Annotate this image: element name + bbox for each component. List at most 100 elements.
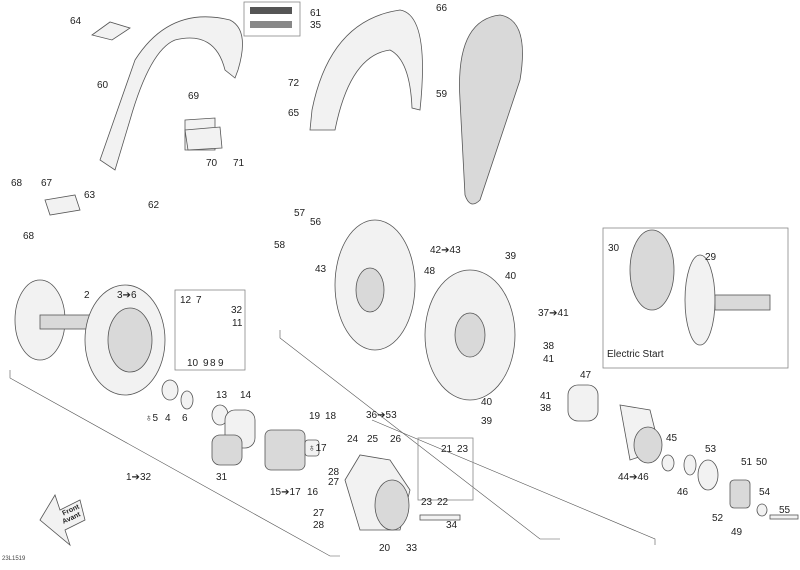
callout-38-top[interactable]: 38 [543,341,555,352]
callout-2[interactable]: 2 [84,290,90,301]
inset-lever-assembly [174,289,246,371]
callout-53[interactable]: 53 [705,444,717,455]
callout-4[interactable]: 4 [165,413,171,424]
inset-decals [243,1,301,37]
sensor-49 [729,479,751,509]
callout-41-bottom[interactable]: 41 [540,391,552,402]
callout-39-top[interactable]: 39 [505,251,517,262]
callout-49[interactable]: 49 [731,527,743,538]
callout-59[interactable]: 59 [436,89,448,100]
callout-39-bottom[interactable]: 39 [481,416,493,427]
callout-28-bottom[interactable]: 28 [313,520,325,531]
callout-12[interactable]: 12 [180,295,192,306]
sheave-hub [355,267,385,313]
callout-33[interactable]: 33 [406,543,418,554]
callout-50[interactable]: 50 [756,457,768,468]
callout-13[interactable]: 13 [216,390,228,401]
callout-26[interactable]: 26 [390,434,402,445]
callout-18[interactable]: 18 [325,411,337,422]
callout-61[interactable]: 61 [310,8,322,19]
es-shaft [714,294,771,311]
callout-68-top[interactable]: 68 [11,178,23,189]
sliding-sheave-hub [454,312,486,358]
callout-48[interactable]: 48 [424,266,436,277]
callout-58[interactable]: 58 [274,240,286,251]
callout-44-46[interactable]: 44➔46 [618,472,649,483]
callout-9-right[interactable]: 9 [218,358,224,369]
callout-41-top[interactable]: 41 [543,354,555,365]
callout-45[interactable]: 45 [666,433,678,444]
callout-69[interactable]: 69 [188,91,200,102]
callout-14[interactable]: 14 [240,390,252,401]
callout-47[interactable]: 47 [580,370,592,381]
callout-43[interactable]: 43 [315,264,327,275]
callout-1-32[interactable]: 1➔32 [126,472,152,483]
callout-25[interactable]: 25 [367,434,379,445]
callout-52[interactable]: 52 [712,513,724,524]
callout-9-left[interactable]: 9 [203,358,209,369]
callout-38-bottom[interactable]: 38 [540,403,552,414]
callout-7[interactable]: 7 [196,295,202,306]
callout-66[interactable]: 66 [436,3,448,14]
callout-40-top[interactable]: 40 [505,271,517,282]
callout-22[interactable]: 22 [437,497,449,508]
bracket-lower [371,419,656,545]
callout-23-top[interactable]: 23 [457,444,469,455]
callout-31[interactable]: 31 [216,472,228,483]
callout-29[interactable]: 29 [705,252,717,263]
callout-64[interactable]: 64 [70,16,82,27]
sliding-half-inner [107,307,153,373]
ring-gear-29 [629,229,675,311]
callout-21[interactable]: 21 [441,444,453,455]
electric-start-caption: Electric Start [607,349,664,360]
callout-28-top[interactable]: 28 [328,467,340,478]
bolt-34 [419,514,461,521]
callout-57[interactable]: 57 [294,208,306,219]
callout-71[interactable]: 71 [233,158,245,169]
callout-27-top[interactable]: 27 [328,477,340,488]
callout-40-bottom[interactable]: 40 [481,397,493,408]
bracket-driven-pulley [279,330,560,540]
callout-72[interactable]: 72 [288,78,300,89]
decal-61 [250,7,292,14]
callout-51[interactable]: 51 [741,457,753,468]
callout-3-6[interactable]: 3➔6 [117,290,137,301]
callout-56[interactable]: 56 [310,217,322,228]
callout-70[interactable]: 70 [206,158,218,169]
callout-42-43[interactable]: 42➔43 [430,245,461,256]
bushing-4 [161,379,179,401]
callout-65[interactable]: 65 [288,108,300,119]
callout-34[interactable]: 34 [446,520,458,531]
callout-32[interactable]: 32 [231,305,243,316]
callout-15-17[interactable]: 15➔17 [270,487,301,498]
callout-19[interactable]: 19 [309,411,321,422]
callout-27-bottom[interactable]: 27 [313,508,325,519]
callout-30[interactable]: 30 [608,243,620,254]
callout-8[interactable]: 8 [210,358,216,369]
callout-37-41[interactable]: 37➔41 [538,308,569,319]
callout-46[interactable]: 46 [677,487,689,498]
callout-55[interactable]: 55 [779,505,791,516]
governor-cup-15 [264,429,306,471]
callout-24[interactable]: 24 [347,434,359,445]
inset-electric-start [602,227,789,369]
callout-54[interactable]: 54 [759,487,771,498]
callout-11[interactable]: 11 [232,318,243,329]
callout-68-bottom[interactable]: 68 [23,231,35,242]
callout-23-bottom[interactable]: 23 [421,497,433,508]
callout-67[interactable]: 67 [41,178,53,189]
callout-62[interactable]: 62 [148,200,160,211]
callout-20[interactable]: 20 [379,543,391,554]
callout-16[interactable]: 16 [307,487,319,498]
bushing-16 [304,439,320,457]
callout-63[interactable]: 63 [84,190,96,201]
bracket-70 [184,126,223,151]
callout-6[interactable]: 6 [182,413,188,424]
belt-guard-60 [99,16,243,171]
callout-17[interactable]: ♁17 [308,443,327,454]
callout-10[interactable]: 10 [187,358,199,369]
callout-36-53[interactable]: 36➔53 [366,410,397,421]
callout-5[interactable]: ♁5 [145,413,159,424]
callout-60[interactable]: 60 [97,80,109,91]
callout-35[interactable]: 35 [310,20,322,31]
